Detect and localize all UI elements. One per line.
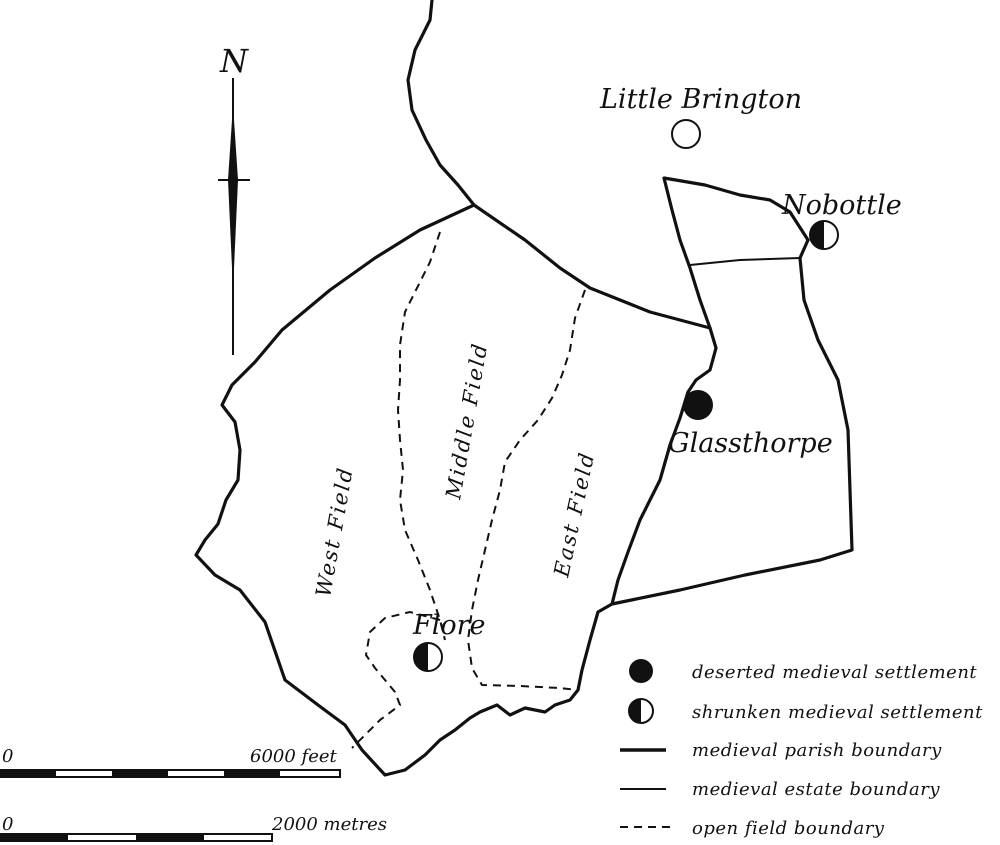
- glassthorpe-settlement-icon: [683, 390, 713, 420]
- legend-label-shrunken: shrunken medieval settlement: [692, 702, 983, 723]
- glassthorpe-label: Glassthorpe: [668, 428, 833, 459]
- legend: deserted medieval settlement shrunken me…: [620, 659, 983, 839]
- flore-parish-boundary: [194, 203, 614, 777]
- west-field-label: West Field: [311, 465, 358, 599]
- flore-settlement-icon: [413, 642, 443, 672]
- north-arrow: N: [218, 42, 250, 355]
- legend-label-parish: medieval parish boundary: [692, 740, 942, 761]
- legend-label-estate: medieval estate boundary: [692, 779, 940, 800]
- nobottle-estate-boundary: [662, 176, 810, 330]
- scale-feet-label: 6000 feet: [250, 746, 337, 767]
- open-field-boundary-middle-east: [466, 289, 586, 691]
- scale-bar-metres: 0 2000 metres: [0, 814, 387, 842]
- glassthorpe-parish-boundary: [610, 238, 854, 606]
- nobottle-inner-boundary: [689, 257, 801, 266]
- scale-feet-zero: 0: [2, 746, 13, 767]
- scale-bar-feet: 0 6000 feet: [0, 746, 341, 778]
- nobottle-settlement-icon: [809, 220, 839, 250]
- flore-label: Flore: [412, 610, 486, 641]
- middle-field-label: Middle Field: [441, 340, 492, 502]
- scale-metres-label: 2000 metres: [271, 814, 387, 835]
- legend-label-open-field: open field boundary: [692, 818, 885, 839]
- nobottle-label: Nobottle: [781, 190, 902, 221]
- legend-deserted-icon: [629, 659, 653, 683]
- legend-label-deserted: deserted medieval settlement: [692, 662, 977, 683]
- scale-metres-zero: 0: [2, 814, 13, 835]
- open-field-boundary-west-middle: [396, 231, 446, 641]
- east-field-label: East Field: [549, 449, 599, 580]
- north-label: N: [219, 42, 249, 80]
- little-brington-settlement-icon: [671, 119, 701, 149]
- flore-north-east-boundary: [472, 203, 712, 330]
- little-brington-label: Little Brington: [599, 84, 802, 115]
- northern-boundary-line: [406, 0, 476, 207]
- legend-shrunken-icon: [628, 698, 654, 724]
